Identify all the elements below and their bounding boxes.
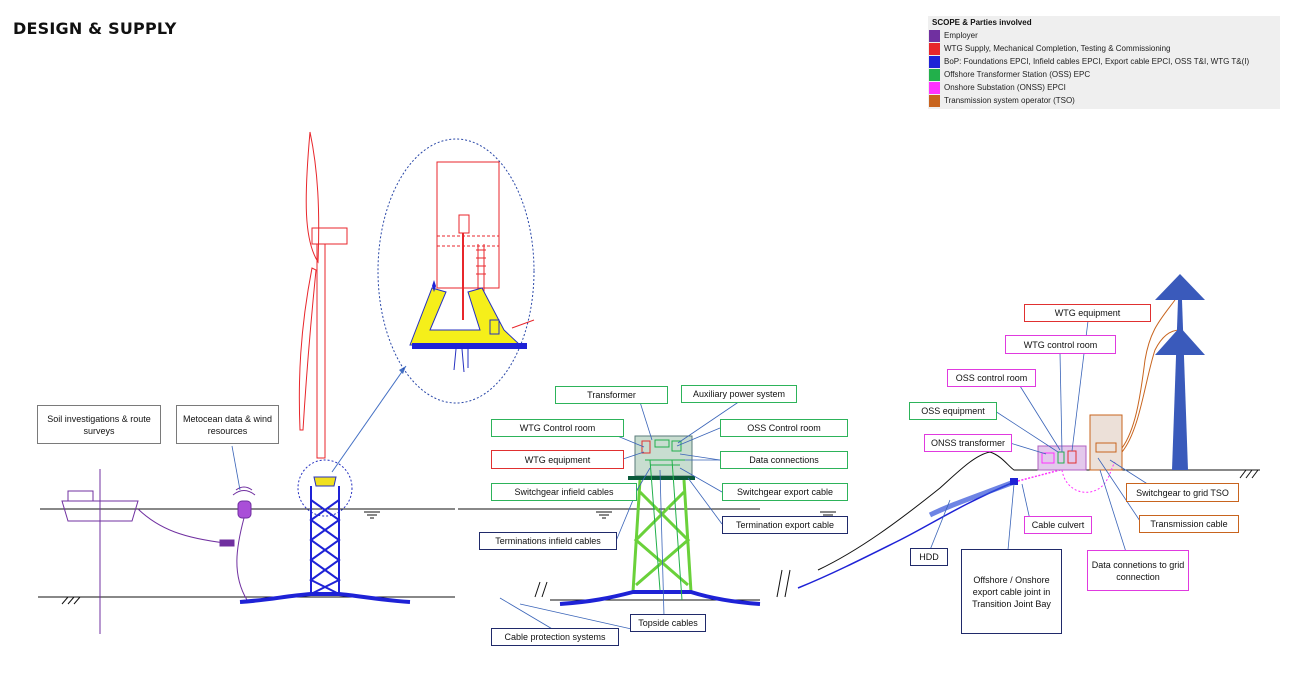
label-wtg-control-room-oss: WTG Control room	[491, 419, 624, 437]
label-switchgear-infield: Switchgear infield cables	[491, 483, 637, 501]
label-oss-control-room-onshore: OSS control room	[947, 369, 1036, 387]
label-auxiliary-power: Auxiliary power system	[681, 385, 797, 403]
legend-swatch	[929, 56, 940, 68]
label-metocean: Metocean data & wind resources	[176, 405, 279, 444]
label-termination-export: Termination export cable	[722, 516, 848, 534]
label-wtg-control-room-onshore: WTG control room	[1005, 335, 1116, 354]
legend-label: Employer	[944, 31, 978, 40]
wind-turbine	[239, 131, 411, 604]
legend-swatch	[929, 43, 940, 55]
label-transmission-cable: Transmission cable	[1139, 515, 1239, 533]
label-topside-cables: Topside cables	[630, 614, 706, 632]
legend-label: BoP: Foundations EPCI, Infield cables EP…	[944, 57, 1250, 66]
label-transformer: Transformer	[555, 386, 668, 404]
label-soil-investigations: Soil investigations & route surveys	[37, 405, 161, 444]
transition-piece-detail	[377, 138, 535, 404]
transmission-tower	[1155, 274, 1205, 470]
label-wtg-equipment-onshore: WTG equipment	[1024, 304, 1151, 322]
legend-item-wtg: WTG Supply, Mechanical Completion, Testi…	[928, 43, 1280, 56]
legend-swatch	[929, 69, 940, 81]
legend-item-oss: Offshore Transformer Station (OSS) EPC	[928, 69, 1280, 82]
label-hdd: HDD	[910, 548, 948, 566]
legend-swatch	[929, 30, 940, 42]
legend-item-bop: BoP: Foundations EPCI, Infield cables EP…	[928, 56, 1280, 69]
label-oss-control-room-oss: OSS Control room	[720, 419, 848, 437]
label-switchgear-export: Switchgear export cable	[722, 483, 848, 501]
legend-item-employer: Employer	[928, 30, 1280, 43]
label-terminations-infield: Terminations infield cables	[479, 532, 617, 550]
legend-label: Offshore Transformer Station (OSS) EPC	[944, 70, 1091, 79]
page-title: DESIGN & SUPPLY	[13, 19, 177, 38]
legend-swatch	[929, 82, 940, 94]
label-oss-equipment: OSS equipment	[909, 402, 997, 420]
label-transition-joint-bay: Offshore / Onshore export cable joint in…	[961, 549, 1062, 634]
scope-legend: SCOPE & Parties involved Employer WTG Su…	[928, 16, 1280, 109]
legend-item-tso: Transmission system operator (TSO)	[928, 95, 1280, 108]
water-lines	[38, 508, 836, 605]
legend-title: SCOPE & Parties involved	[932, 18, 1032, 27]
label-data-connections-grid: Data connetions to grid connection	[1087, 550, 1189, 591]
legend-label: WTG Supply, Mechanical Completion, Testi…	[944, 44, 1171, 53]
metocean-buoy	[232, 486, 256, 601]
legend-swatch	[929, 95, 940, 107]
legend-item-onss: Onshore Substation (ONSS) EPCI	[928, 82, 1280, 95]
label-cable-protection: Cable protection systems	[491, 628, 619, 646]
label-data-connections: Data connections	[720, 451, 848, 469]
legend-label: Transmission system operator (TSO)	[944, 96, 1075, 105]
label-wtg-equipment-oss: WTG equipment	[491, 450, 624, 469]
survey-vessel	[61, 469, 235, 634]
onshore-substation	[1037, 299, 1181, 493]
coastline	[817, 451, 1260, 571]
label-cable-culvert: Cable culvert	[1024, 516, 1092, 534]
label-switchgear-grid-tso: Switchgear to grid TSO	[1126, 483, 1239, 502]
export-cable	[797, 469, 1061, 589]
label-onss-transformer: ONSS transformer	[924, 434, 1012, 452]
legend-label: Onshore Substation (ONSS) EPCI	[944, 83, 1066, 92]
